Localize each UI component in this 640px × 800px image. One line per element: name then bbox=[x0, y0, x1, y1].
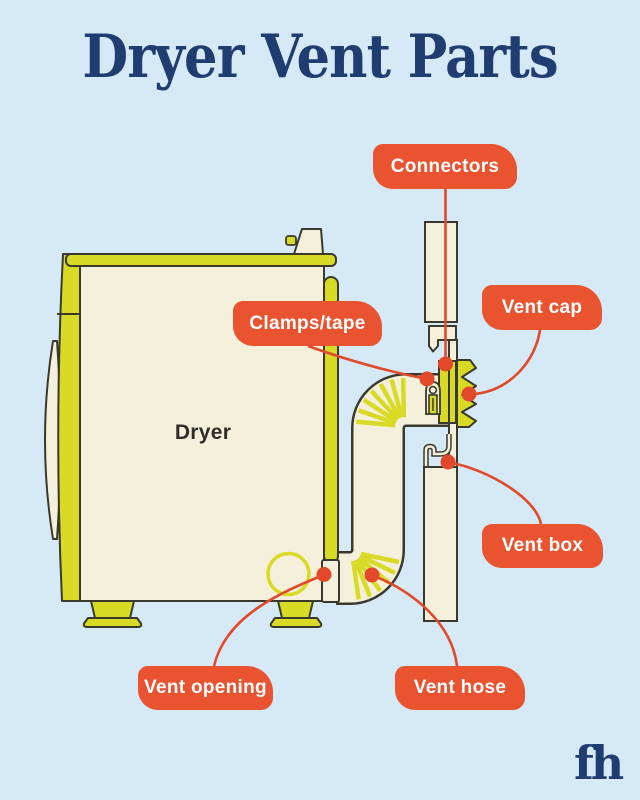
callout-vent-opening: Vent opening bbox=[138, 666, 273, 710]
pointer-line-vent-box bbox=[451, 461, 543, 525]
dryer-foot-left-base bbox=[82, 617, 143, 628]
callout-vent-cap-label: Vent cap bbox=[501, 296, 583, 318]
pointer-line-vent-opening bbox=[212, 574, 322, 667]
callout-pointer-lines bbox=[212, 189, 543, 667]
page-title-text: Dryer Vent Parts bbox=[82, 22, 558, 92]
wall-duct bbox=[424, 221, 458, 323]
page-title: Dryer Vent Parts bbox=[0, 26, 640, 89]
vent-box-shape bbox=[423, 466, 458, 622]
duct-trim bbox=[428, 325, 457, 353]
callout-vent-box-label: Vent box bbox=[501, 535, 584, 556]
callout-clamps-tape: Clamps/tape bbox=[233, 301, 382, 346]
pointer-line-vent-cap bbox=[473, 329, 542, 396]
callout-pointer-dots bbox=[316, 356, 477, 583]
callout-clamps-tape-label: Clamps/tape bbox=[249, 312, 366, 334]
hose-ridges-upper bbox=[356, 377, 407, 428]
callout-connectors: Connectors bbox=[373, 144, 517, 189]
callout-vent-hose: Vent hose bbox=[395, 666, 525, 710]
callout-vent-cap: Vent cap bbox=[482, 285, 602, 330]
callout-vent-opening-label: Vent opening bbox=[144, 677, 267, 698]
pointer-line-clamps-tape bbox=[307, 344, 426, 380]
dryer-foot-right-base bbox=[269, 617, 323, 628]
callout-vent-box: Vent box bbox=[482, 524, 603, 568]
dryer-side-panel bbox=[57, 253, 81, 602]
dryer-foot-right-stem bbox=[277, 600, 314, 619]
pointer-dot-vent-hose bbox=[364, 567, 380, 583]
pointer-dot-clamps-tape bbox=[419, 371, 435, 387]
wall-hook bbox=[424, 434, 451, 467]
pointer-dot-vent-box bbox=[440, 454, 456, 470]
clamp-screw bbox=[428, 385, 438, 395]
vent-opening-ring bbox=[266, 551, 311, 597]
pointer-dot-connectors bbox=[438, 356, 453, 372]
console-knob bbox=[285, 235, 297, 246]
dryer-console bbox=[293, 228, 324, 255]
dryer-label: Dryer bbox=[174, 421, 232, 444]
dryer-top-trim bbox=[65, 253, 337, 267]
family-handyman-logo: fh bbox=[574, 736, 624, 790]
callout-connectors-label: Connectors bbox=[390, 155, 500, 177]
pointer-dot-vent-cap bbox=[461, 386, 477, 402]
callout-vent-hose-label: Vent hose bbox=[413, 677, 507, 698]
pointer-line-vent-hose bbox=[375, 575, 459, 667]
pointer-dot-vent-opening bbox=[316, 567, 332, 582]
dryer-foot-left-stem bbox=[90, 600, 135, 619]
